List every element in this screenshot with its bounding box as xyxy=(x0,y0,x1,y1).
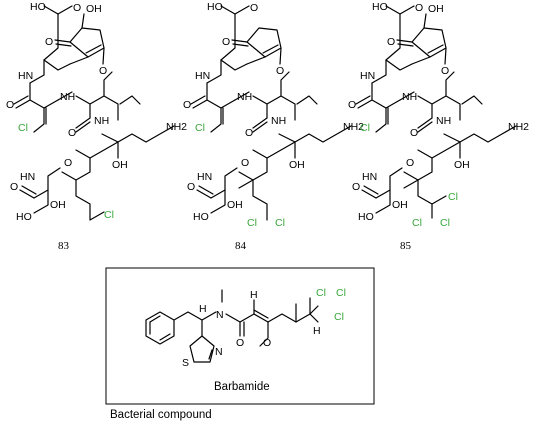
compound-83-ho2-label: HO xyxy=(16,211,32,223)
compound-83-amide-o2-label: O xyxy=(68,127,76,139)
barbamide-n-label: N xyxy=(216,309,224,321)
compound-85-nh-2-label: NH xyxy=(436,115,451,127)
compound-85-oh2-label: OH xyxy=(454,159,470,171)
compound-83-amide-o-label: O xyxy=(6,99,14,111)
barbamide-thiazole-n-label: N xyxy=(215,346,223,358)
compound-84-ho2-label: HO xyxy=(193,211,209,223)
compound-84-ether-o-label: O xyxy=(276,65,284,77)
compound-85-cl3-label: Cl xyxy=(440,217,450,229)
compound-85-nh-1-label: NH xyxy=(402,91,417,103)
compound-84-nh-1-label: NH xyxy=(237,91,252,103)
compound-83-nh-2-label: NH xyxy=(94,115,109,127)
barbamide-thiazole-s-label: S xyxy=(182,357,189,369)
compound-84-ketone-o-label: O xyxy=(222,36,230,48)
compound-83-nh2-label: NH2 xyxy=(166,121,187,133)
compound-85-vinyl-cl-label: Cl xyxy=(360,122,370,134)
compound-83-oh3-label: OH xyxy=(50,199,66,211)
barbamide-ome-o-label: O xyxy=(263,337,271,349)
compound-83-amide-o3-label: O xyxy=(64,157,72,169)
compound-84-acid-o-label: O xyxy=(250,2,258,14)
barbamide-structure xyxy=(145,289,319,363)
compound-84-amide-o2-label: O xyxy=(245,127,253,139)
barbamide-cl2-label: Cl xyxy=(336,287,346,299)
barbamide-name: Barbamide xyxy=(214,381,270,393)
barbamide-labels: H N O H O N S H Cl Cl Cl Barbamide xyxy=(182,287,346,393)
compound-84-ho-label: HO xyxy=(207,1,223,13)
figure-caption: Bacterial compound xyxy=(110,409,212,421)
compound-83-hn-label: HN xyxy=(18,70,33,82)
compound-85-acid-o-label: O xyxy=(415,2,423,14)
compound-83-labels: OH HO O O O HN O NH Cl O NH NH2 OH O HN … xyxy=(6,1,187,252)
compound-84-amide-o-label: O xyxy=(183,99,191,111)
barbamide-box xyxy=(105,267,375,405)
compound-83-ho-label: HO xyxy=(30,1,46,13)
compound-83-ketone-o-label: O xyxy=(45,36,53,48)
compound-85-ketone-o-label: O xyxy=(387,36,395,48)
compound-84-amide-o4-label: O xyxy=(187,181,195,193)
compound-83-ether-o-label: O xyxy=(99,65,107,77)
compound-85-cl1-label: Cl xyxy=(448,191,458,203)
compound-85-amide-o3-label: O xyxy=(406,157,414,169)
compound-85-cl2-label: Cl xyxy=(412,217,422,229)
compound-84-cl1-label: Cl xyxy=(247,217,257,229)
compound-85-amide-o4-label: O xyxy=(352,181,360,193)
compound-83-hn2-label: HN xyxy=(20,171,35,183)
compound-85-oh3-label: OH xyxy=(392,199,408,211)
compound-85-nh2-label: NH2 xyxy=(508,121,529,133)
compound-83-oh2-label: OH xyxy=(112,159,128,171)
barbamide-cl1-label: Cl xyxy=(316,287,326,299)
compound-83-vinyl-cl-label: Cl xyxy=(18,122,28,134)
compound-84-oh3-label: OH xyxy=(227,199,243,211)
compound-84-oh2-label: OH xyxy=(289,159,305,171)
compound-83-oh-label: OH xyxy=(86,3,102,15)
compound-83-nh-1-label: NH xyxy=(60,91,75,103)
barbamide-h-stereo-label: H xyxy=(199,303,207,315)
barbamide-cl3-label: Cl xyxy=(334,311,344,323)
compound-84-nh-2-label: NH xyxy=(271,115,286,127)
compound-84-structure xyxy=(190,5,352,221)
compound-85-ether-o-label: O xyxy=(441,65,449,77)
compound-83-number: 83 xyxy=(58,240,70,252)
compound-85-labels: OH HO O O O HN O NH Cl O NH NH2 OH O HN … xyxy=(348,1,529,252)
compound-85-amide-o-label: O xyxy=(348,99,356,111)
compound-84-amide-o3-label: O xyxy=(241,157,249,169)
compound-83-structure xyxy=(13,5,175,221)
compound-85-oh-label: OH xyxy=(428,3,444,15)
compound-84-cl2-label: Cl xyxy=(275,217,285,229)
compound-85-hn2-label: HN xyxy=(362,171,377,183)
compound-84-number: 84 xyxy=(235,240,247,252)
compound-85-number: 85 xyxy=(400,240,412,252)
compound-85-hn-label: HN xyxy=(360,70,375,82)
compound-85-amide-o2-label: O xyxy=(410,127,418,139)
compound-83-amide-o4-label: O xyxy=(10,181,18,193)
compound-84-labels: HO O O O HN O NH Cl O NH NH2 OH O HN O O… xyxy=(183,1,364,252)
compound-84-hn-label: HN xyxy=(195,70,210,82)
barbamide-vinyl-h-label: H xyxy=(250,289,258,301)
barbamide-h2-label: H xyxy=(313,325,321,337)
compound-85-ho-label: HO xyxy=(372,1,388,13)
compound-85-structure xyxy=(355,5,517,219)
barbamide-o-carbonyl-label: O xyxy=(236,337,244,349)
compound-83-cl-label: Cl xyxy=(104,209,114,221)
compound-84-nh2-label: NH2 xyxy=(343,121,364,133)
compound-84-hn2-label: HN xyxy=(197,171,212,183)
compound-85-ho2-label: HO xyxy=(358,211,374,223)
compound-84-vinyl-cl-label: Cl xyxy=(195,122,205,134)
compound-83-acid-o-label: O xyxy=(73,2,81,14)
